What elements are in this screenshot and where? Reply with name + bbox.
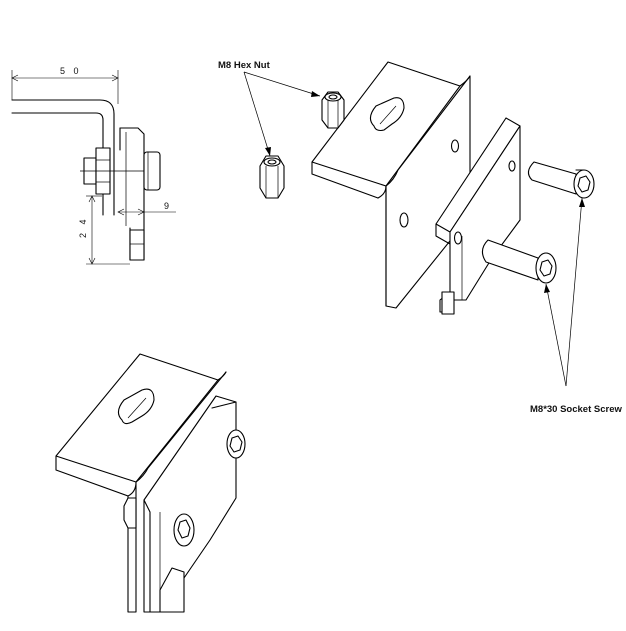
dimension-offset: 9 bbox=[117, 201, 176, 216]
socket-screw-label: M8*30 Socket Screw bbox=[530, 404, 622, 415]
socket-screw-lower bbox=[481, 239, 557, 284]
side-view-drawing: 5 0 2 4 bbox=[11, 66, 176, 265]
hex-nut-label: M8 Hex Nut bbox=[218, 60, 271, 71]
assembled-screw-upper bbox=[226, 429, 246, 459]
hex-nut-lower bbox=[259, 155, 285, 199]
assembled-screw-lower bbox=[173, 513, 195, 547]
dimension-height-label: 2 4 bbox=[78, 216, 88, 238]
dimension-offset-label: 9 bbox=[164, 201, 172, 211]
hex-nut-upper bbox=[321, 91, 345, 129]
leader-lines bbox=[243, 71, 585, 387]
assembled-nut bbox=[123, 497, 137, 529]
dimension-height: 2 4 bbox=[78, 195, 130, 265]
socket-screw-upper bbox=[527, 161, 595, 199]
dimension-width: 5 0 bbox=[11, 66, 119, 104]
l-bracket bbox=[311, 61, 471, 309]
assembled-view-drawing bbox=[55, 353, 246, 613]
exploded-view-drawing: M8 Hex Nut M8*30 Socket Screw bbox=[218, 60, 622, 415]
dimension-width-label: 5 0 bbox=[60, 66, 82, 76]
clamp-plate bbox=[435, 117, 521, 315]
